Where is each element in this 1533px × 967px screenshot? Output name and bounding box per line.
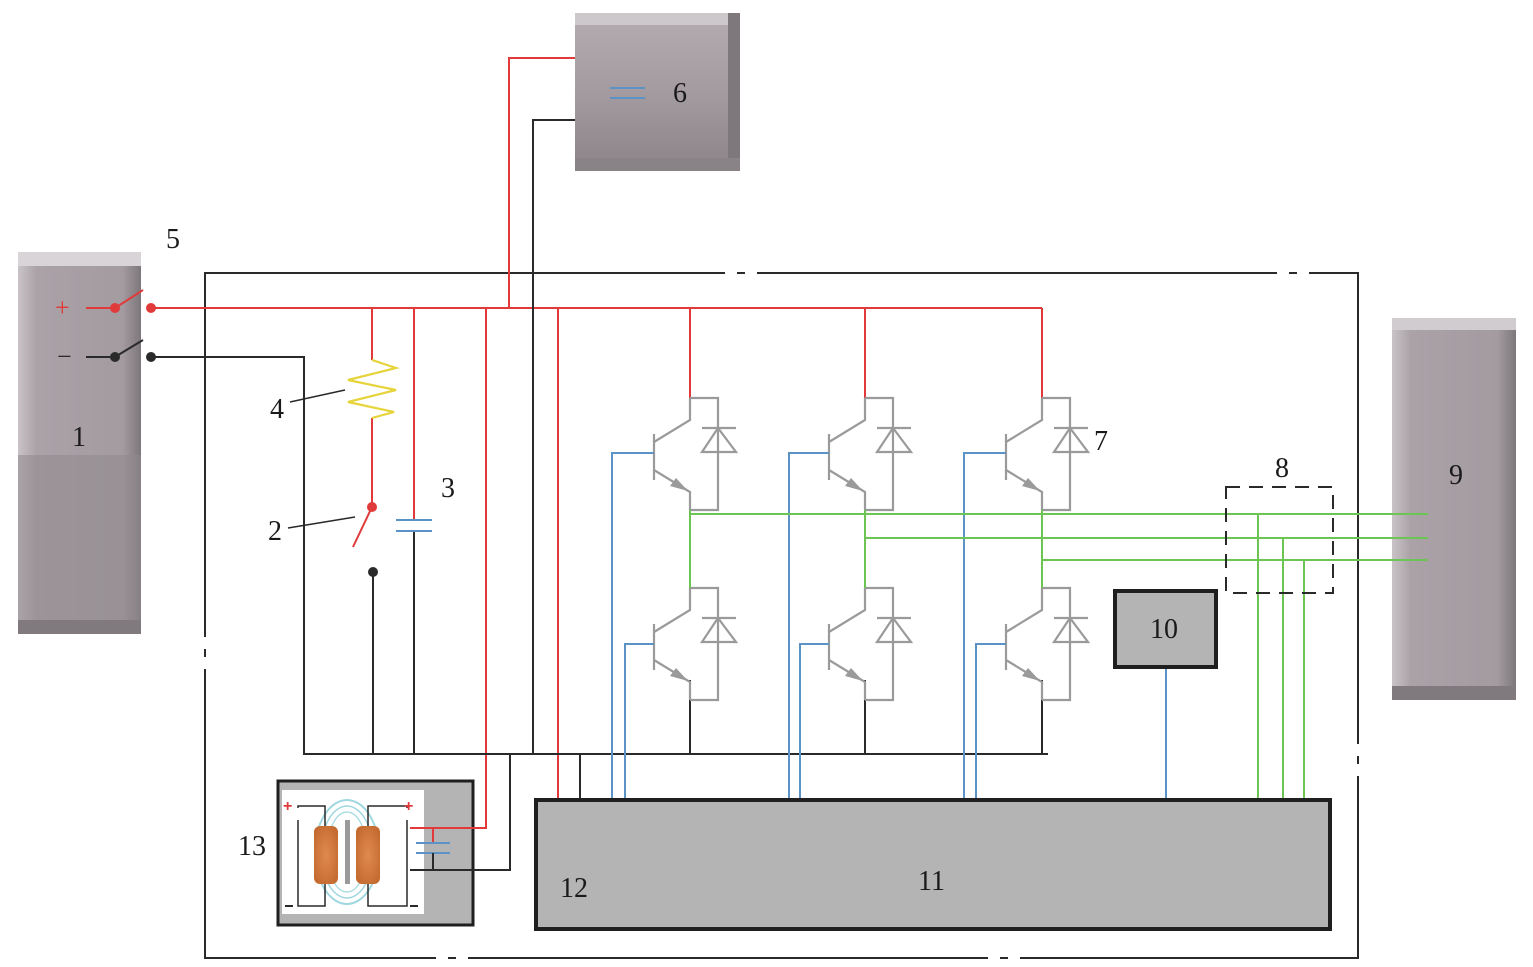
transformer-module: + +	[276, 779, 510, 927]
precharge-resistor	[347, 358, 400, 420]
main-contactor	[86, 289, 156, 362]
igbt-phase-b-high	[827, 396, 913, 512]
label-igbt-bridge: 7	[1094, 426, 1108, 457]
label-motor: 9	[1449, 460, 1463, 491]
phase-output-wires-motor	[1392, 513, 1428, 561]
external-capacitor-module	[575, 13, 740, 171]
label-main-contactor: 5	[166, 224, 180, 255]
label-current-sensor: 8	[1275, 453, 1289, 484]
igbt-bridge	[652, 396, 1090, 702]
label-controller: 11	[918, 866, 945, 897]
label-transformer-module: 13	[238, 831, 266, 862]
label-dc-link-capacitor: 3	[441, 473, 455, 504]
inverter-enclosure-frame	[204, 272, 1359, 959]
negative-bus	[151, 100, 1048, 871]
label-external-capacitor: 6	[673, 78, 687, 109]
label-precharge-resistor: 4	[270, 394, 284, 425]
label-controller-port: 12	[560, 873, 588, 904]
label-module-10: 10	[1150, 614, 1178, 645]
phase-output-wires	[689, 510, 1428, 845]
current-sensor	[1225, 486, 1334, 594]
igbt-phase-b-low	[827, 586, 913, 702]
igbt-phase-c-high	[1004, 396, 1090, 512]
precharge-switch	[352, 502, 377, 548]
terminal-positive: +	[55, 293, 70, 322]
igbt-phase-a-low	[652, 586, 738, 702]
gate-signal-wires	[611, 452, 1167, 828]
label-precharge-switch: 2	[268, 516, 282, 547]
module-10-box	[1113, 589, 1218, 669]
igbt-phase-c-low	[1004, 586, 1090, 702]
svg-text:+: +	[404, 798, 413, 815]
dc-link-capacitor	[396, 519, 432, 532]
igbt-phase-a-high	[652, 396, 738, 512]
battery-block	[18, 252, 141, 634]
motor-block	[1392, 318, 1516, 700]
terminal-negative: −	[57, 342, 72, 371]
controller-box	[534, 798, 1332, 931]
svg-text:+: +	[283, 798, 292, 815]
label-battery: 1	[72, 422, 86, 453]
